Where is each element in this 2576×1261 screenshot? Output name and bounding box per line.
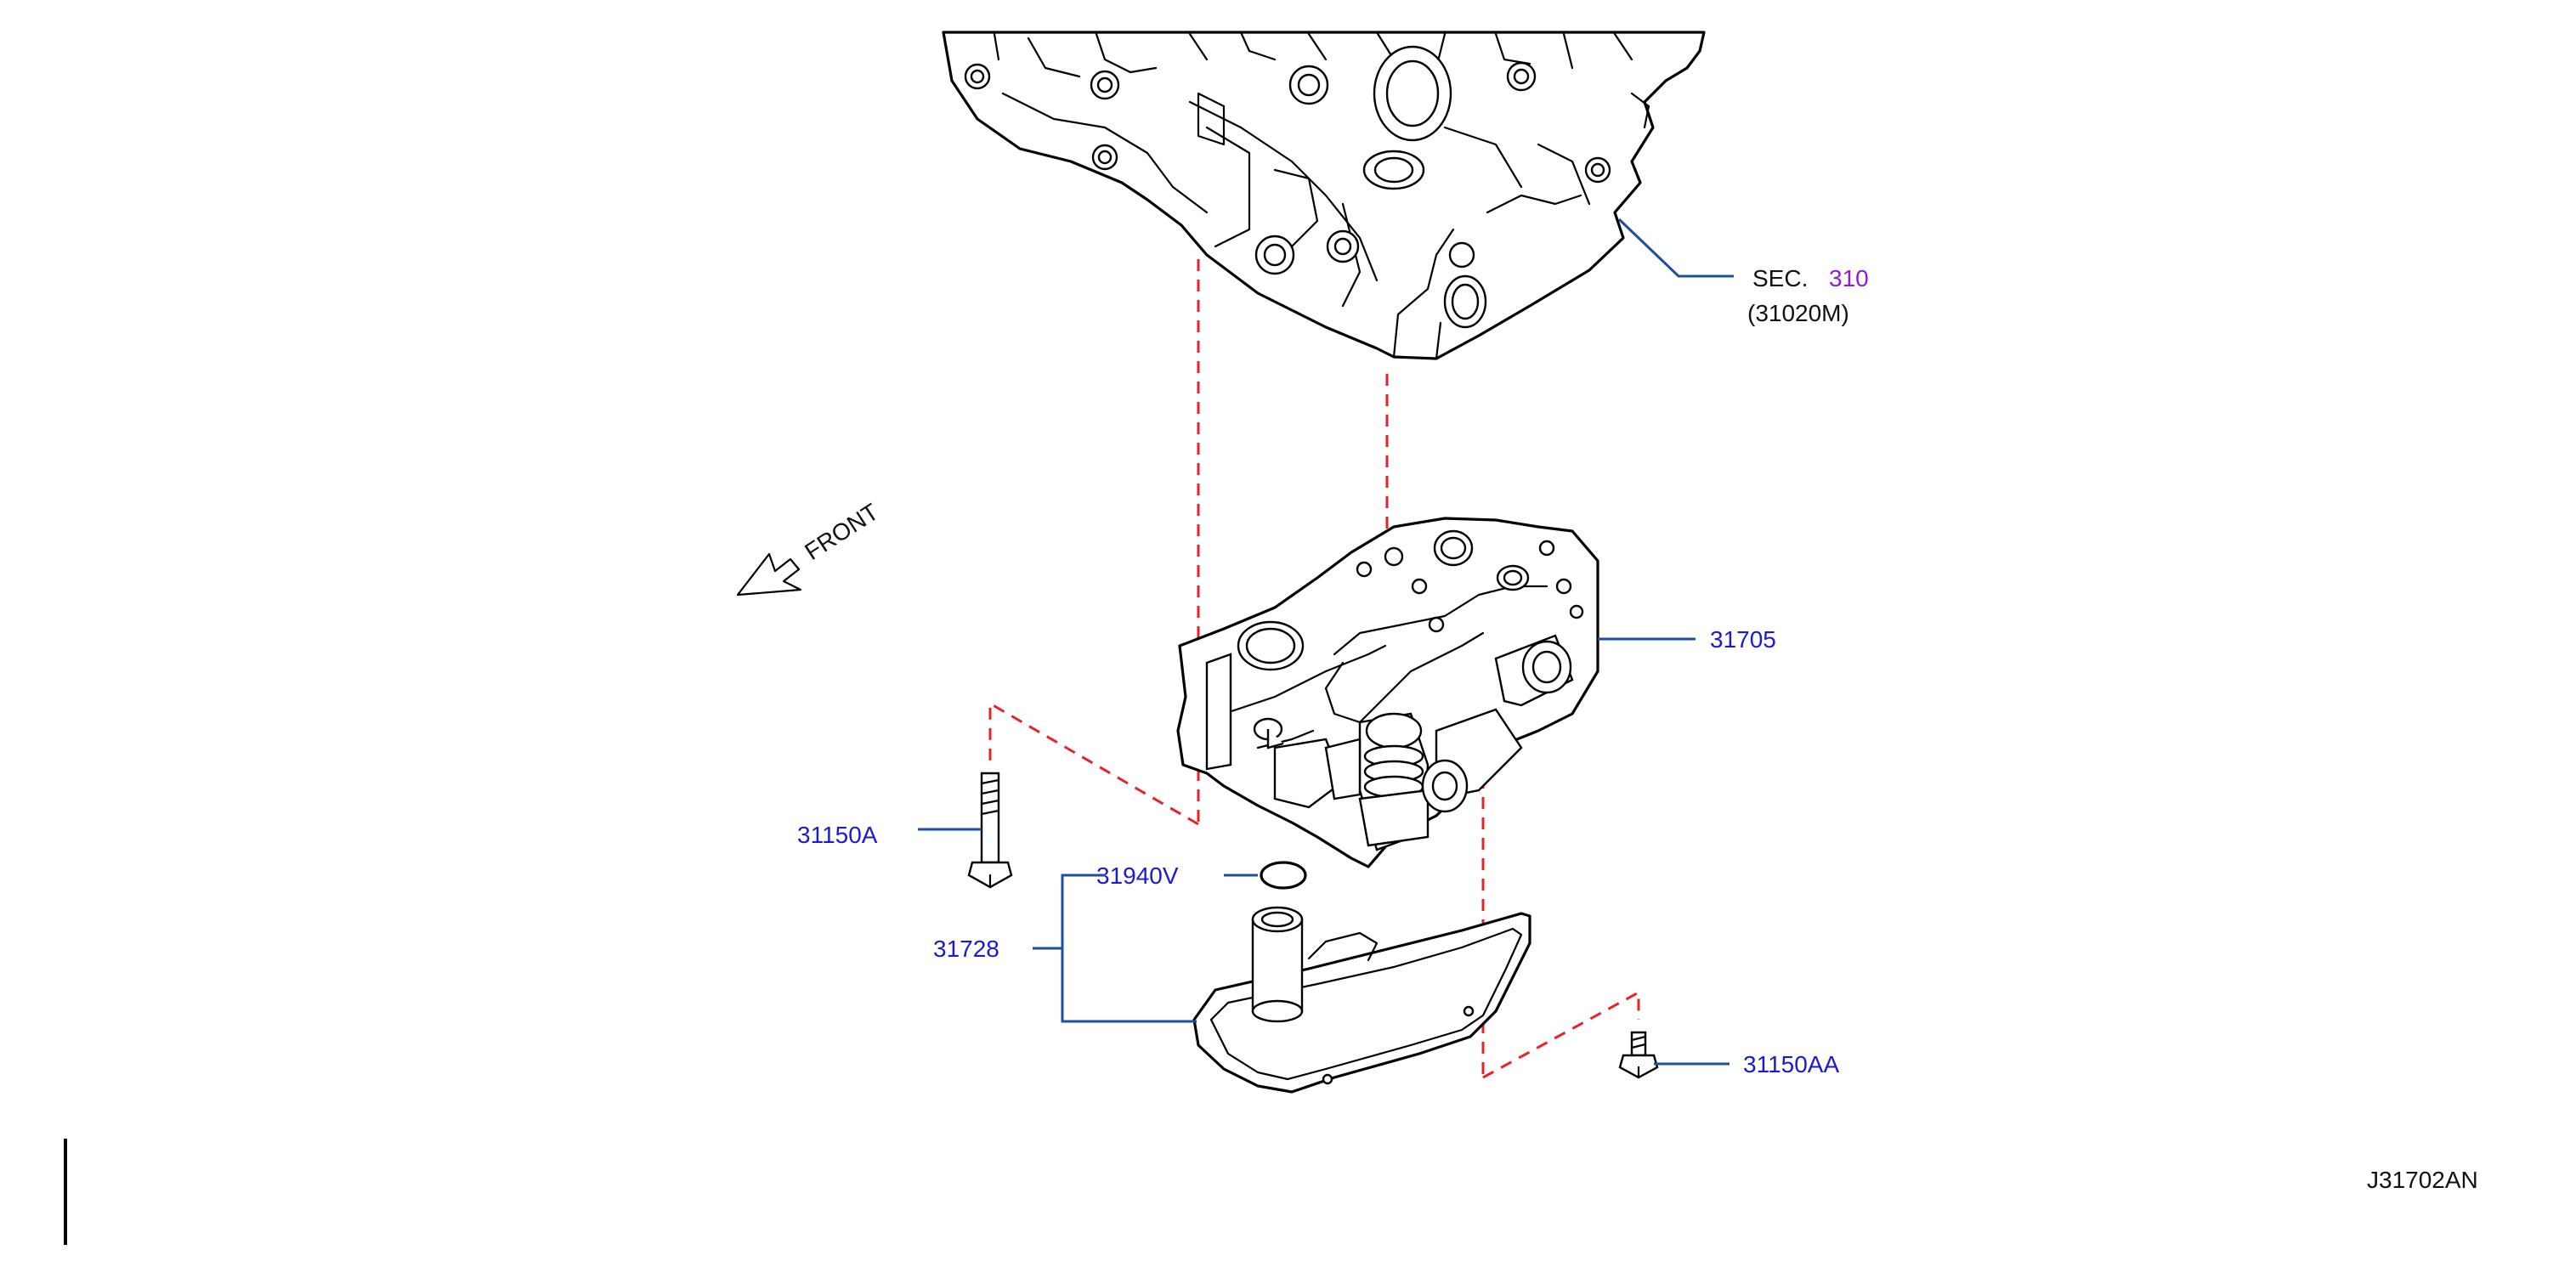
front-arrow-icon xyxy=(736,552,802,597)
case-leader-line xyxy=(1617,218,1734,278)
section-number-link[interactable]: 310 xyxy=(1829,265,1869,291)
transmission-case-illustration xyxy=(942,31,1706,360)
oil-strainer-bracket-line xyxy=(1061,874,1197,1023)
o-ring-illustration[interactable] xyxy=(1260,861,1307,890)
front-label: FRONT xyxy=(800,499,883,566)
section-part-number: (31020M) xyxy=(1747,300,1849,326)
o-ring-part-number[interactable]: 31940V xyxy=(1096,862,1179,889)
bolt-aa-part-number[interactable]: 31150AA xyxy=(1743,1051,1839,1077)
bolt-aa-illustration[interactable] xyxy=(1618,1031,1659,1079)
drawing-id: J31702AN xyxy=(2367,1167,2478,1193)
control-valve-illustration[interactable] xyxy=(1176,517,1599,868)
oil-strainer-illustration[interactable] xyxy=(1192,906,1531,1094)
section-prefix: SEC. xyxy=(1752,265,1808,291)
bolt-a-illustration[interactable] xyxy=(967,772,1013,889)
bolt-a-part-number[interactable]: 31150A xyxy=(797,822,878,848)
oil-strainer-part-number[interactable]: 31728 xyxy=(933,936,999,962)
control-valve-part-number[interactable]: 31705 xyxy=(1710,626,1776,653)
